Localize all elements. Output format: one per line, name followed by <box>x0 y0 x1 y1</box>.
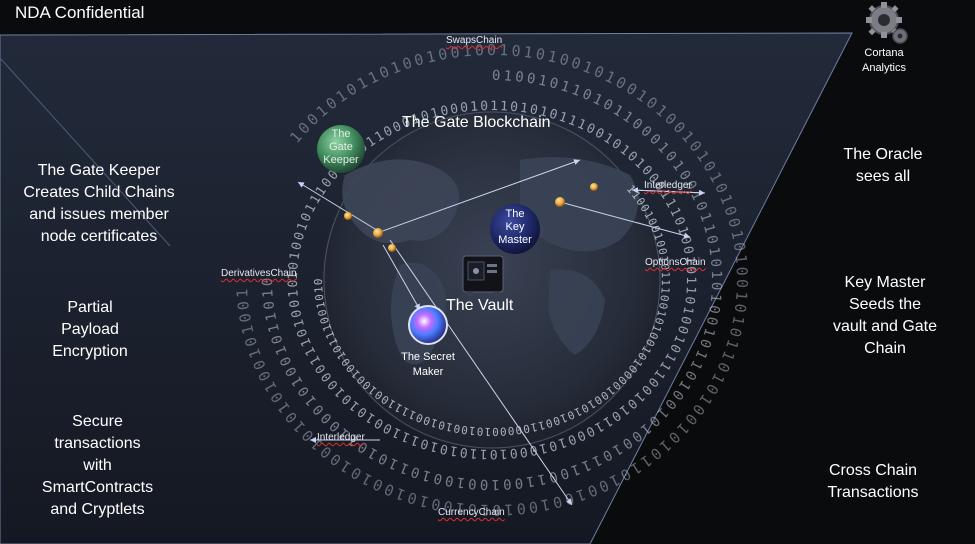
description-line: Payload <box>61 321 119 338</box>
chain-label-derivatives: DerivativesChain <box>221 268 297 279</box>
description-line: Secure <box>72 413 123 430</box>
gear-icon <box>866 2 908 44</box>
node-label-line: The <box>331 128 351 140</box>
description-line: node certificates <box>40 228 158 245</box>
funnel-inner-edge <box>0 57 171 247</box>
description-line: Encryption <box>52 343 128 360</box>
description-line: and issues member <box>29 206 169 223</box>
continent-americas <box>342 159 460 244</box>
key-master-description: Key Master Seeds the vault and Gate Chai… <box>810 272 960 360</box>
description-line: transactions <box>54 435 141 452</box>
description-line: Partial <box>67 299 113 316</box>
arrow-to-options <box>559 201 691 239</box>
secure-transactions-description: Secure transactions with SmartContracts … <box>10 411 185 521</box>
cross-chain-description: Cross Chain Transactions <box>798 460 948 504</box>
secret-maker-label: The Secret Maker <box>393 350 463 380</box>
node-label-line: Key <box>505 221 525 233</box>
key-master-node <box>490 204 540 254</box>
description-line: with <box>83 457 112 474</box>
node-dot <box>555 197 565 207</box>
vault-icon <box>462 255 504 296</box>
node-label-line: The <box>505 208 525 220</box>
gate-keeper-node <box>317 125 365 173</box>
node-label-line: Maker <box>412 366 444 378</box>
description-line: Creates Child Chains <box>23 184 175 201</box>
node-label-line: The Secret <box>401 351 455 363</box>
continent-africa <box>548 269 605 355</box>
node-dot <box>373 228 383 238</box>
continent-europe <box>520 157 638 252</box>
cortana-label-line: Analytics <box>861 62 907 74</box>
description-line: The Oracle <box>843 146 923 163</box>
connection-arrows <box>297 159 706 506</box>
globe-rim <box>323 111 661 449</box>
vault-label: The Vault <box>446 297 514 314</box>
arrow-to-secret-maker <box>382 244 421 311</box>
cortana-label: Cortana Analytics <box>842 46 926 76</box>
node-dot <box>590 183 598 191</box>
description-line: The Gate Keeper <box>37 162 161 179</box>
description-line: Chain <box>864 340 906 357</box>
arrow-to-europe <box>379 159 581 233</box>
node-label-line: Gate <box>329 141 353 153</box>
node-label-line: Master <box>498 234 532 246</box>
chain-label-swaps: SwapsChain <box>446 35 503 46</box>
node-label-line: Keeper <box>323 154 359 166</box>
arrow-interledger-left <box>631 187 706 194</box>
node-dot <box>388 244 396 252</box>
description-line: sees all <box>855 168 911 185</box>
cortana-label-line: Cortana <box>864 47 904 59</box>
arrow-gatekeeper <box>297 181 381 233</box>
gate-keeper-description: The Gate Keeper Creates Child Chains and… <box>10 160 188 248</box>
chain-label-options: OptionsChain <box>645 257 706 268</box>
description-line: Cross Chain <box>828 462 918 479</box>
arrow-to-currency <box>389 239 573 506</box>
partial-payload-description: Partial Payload Encryption <box>10 297 170 363</box>
key-master-node-label: The Key Master <box>495 208 535 247</box>
description-line: vault and Gate <box>832 318 938 335</box>
chain-label-interledger-bottom: Interledger <box>317 432 365 443</box>
description-line: and Cryptlets <box>50 501 145 518</box>
node-dot <box>344 212 352 220</box>
chain-label-currency: CurrencyChain <box>438 507 505 518</box>
gate-keeper-node-label: The Gate Keeper <box>321 128 361 167</box>
secret-maker-node <box>408 305 448 345</box>
oracle-description: The Oracle sees all <box>808 144 958 188</box>
nda-header: NDA Confidential <box>15 3 145 22</box>
description-line: Transactions <box>827 484 919 501</box>
chain-label-interledger-top: Interledger <box>644 180 692 191</box>
description-line: Key Master <box>844 274 926 291</box>
description-line: Seeds the <box>848 296 922 313</box>
description-line: SmartContracts <box>41 479 154 496</box>
gate-blockchain-title: The Gate Blockchain <box>402 114 551 131</box>
